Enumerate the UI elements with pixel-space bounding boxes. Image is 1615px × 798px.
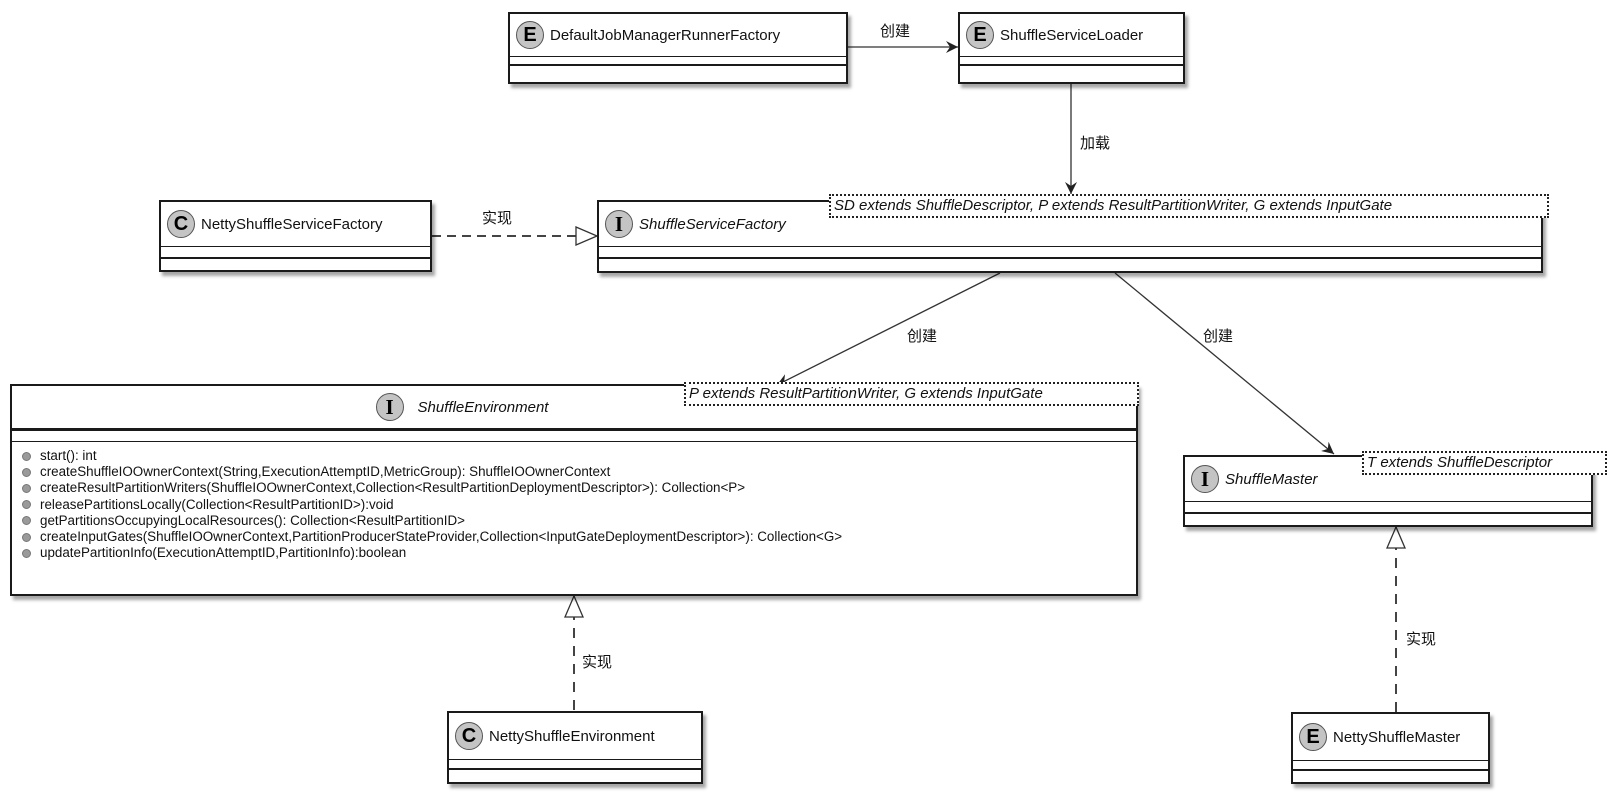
method-item[interactable]: updatePartitionInfo(ExecutionAttemptID,P… (22, 545, 1126, 561)
type-parameters-box: P extends ResultPartitionWriter, G exten… (684, 382, 1139, 406)
divider (12, 441, 1136, 442)
method-signature: createShuffleIOOwnerContext(String,Execu… (40, 464, 611, 480)
class-name: NettyShuffleMaster (1333, 728, 1461, 746)
method-item[interactable]: createInputGates(ShuffleIOOwnerContext,P… (22, 529, 1126, 545)
edge-label-load: 加载 (1080, 134, 1111, 152)
divider (510, 64, 846, 66)
divider (449, 759, 701, 760)
edge-label-realize: 实现 (482, 209, 513, 227)
method-signature: getPartitionsOccupyingLocalResources(): … (40, 512, 465, 528)
fields-compartment (1293, 761, 1488, 769)
divider (1185, 512, 1591, 514)
methods-compartment (161, 259, 430, 271)
public-method-icon (22, 500, 31, 510)
method-signature: updatePartitionInfo(ExecutionAttemptID,P… (40, 545, 407, 561)
class-name: NettyShuffleEnvironment (489, 727, 655, 745)
interface-shuffle-environment[interactable]: I ShuffleEnvironment start(): int create… (10, 384, 1138, 596)
method-signature: createResultPartitionWriters(ShuffleIOOw… (40, 480, 746, 496)
methods-compartment (510, 66, 846, 78)
fields-compartment (449, 760, 701, 768)
divider (510, 56, 846, 57)
divider (161, 257, 430, 259)
fields-compartment (161, 247, 430, 257)
methods-compartment (1185, 514, 1591, 526)
methods-compartment (599, 259, 1541, 271)
edge-factory-creates-environment (776, 272, 1001, 386)
divider (960, 56, 1183, 57)
interface-stereotype-icon: I (375, 393, 404, 421)
divider (1293, 769, 1488, 771)
interface-name: ShuffleMaster (1225, 470, 1318, 488)
public-method-icon (22, 467, 31, 477)
method-item[interactable]: start(): int (22, 448, 1126, 464)
edge-label-create: 创建 (1203, 327, 1234, 345)
class-name: ShuffleServiceLoader (1000, 26, 1144, 44)
interface-stereotype-icon: I (1191, 465, 1219, 493)
class-stereotype-icon: C (167, 210, 195, 238)
edge-label-create: 创建 (907, 327, 938, 345)
public-method-icon (22, 548, 31, 558)
method-item[interactable]: getPartitionsOccupyingLocalResources(): … (22, 513, 1126, 529)
class-name: NettyShuffleServiceFactory (201, 215, 383, 233)
methods-compartment (1293, 771, 1488, 783)
divider (449, 768, 701, 770)
method-item[interactable]: releasePartitionsLocally(Collection<Resu… (22, 497, 1126, 513)
fields-compartment (599, 247, 1541, 257)
divider (960, 64, 1183, 66)
method-signature: releasePartitionsLocally(Collection<Resu… (40, 496, 394, 512)
class-stereotype-icon: C (455, 722, 483, 750)
enum-stereotype-icon: E (516, 21, 544, 49)
divider (1293, 760, 1488, 761)
enum-stereotype-icon: E (966, 21, 994, 49)
edge-label-realize: 实现 (582, 653, 613, 671)
fields-compartment (1185, 502, 1591, 512)
interface-stereotype-icon: I (605, 210, 633, 238)
divider (599, 257, 1541, 259)
divider (161, 246, 430, 247)
public-method-icon (22, 516, 31, 526)
edge-label-create: 创建 (880, 22, 911, 40)
class-netty-shuffle-service-factory[interactable]: C NettyShuffleServiceFactory (159, 200, 432, 272)
class-netty-shuffle-master[interactable]: E NettyShuffleMaster (1291, 712, 1490, 784)
methods-compartment: start(): int createShuffleIOOwnerContext… (12, 442, 1136, 567)
public-method-icon (22, 484, 31, 493)
fields-compartment (960, 57, 1183, 64)
fields-compartment (510, 57, 846, 64)
edge-label-realize: 实现 (1406, 630, 1437, 648)
class-netty-shuffle-environment[interactable]: C NettyShuffleEnvironment (447, 711, 703, 784)
class-default-job-manager-runner-factory[interactable]: E DefaultJobManagerRunnerFactory (508, 12, 848, 84)
enum-stereotype-icon: E (1299, 723, 1327, 751)
class-shuffle-service-loader[interactable]: E ShuffleServiceLoader (958, 12, 1185, 84)
edge-factory-creates-master (1114, 272, 1335, 455)
divider (1185, 501, 1591, 502)
method-item[interactable]: createResultPartitionWriters(ShuffleIOOw… (22, 480, 1126, 496)
class-name: DefaultJobManagerRunnerFactory (550, 26, 781, 44)
divider (599, 246, 1541, 247)
type-parameters-box: SD extends ShuffleDescriptor, P extends … (829, 194, 1549, 218)
interface-name: ShuffleServiceFactory (639, 215, 786, 233)
divider (12, 428, 1136, 431)
method-item[interactable]: createShuffleIOOwnerContext(String,Execu… (22, 464, 1126, 480)
public-method-icon (22, 451, 31, 461)
fields-compartment (12, 431, 1136, 441)
method-signature: start(): int (40, 448, 97, 463)
method-signature: createInputGates(ShuffleIOOwnerContext,P… (40, 529, 843, 545)
methods-compartment (449, 770, 701, 782)
methods-compartment (960, 66, 1183, 78)
public-method-icon (22, 532, 31, 542)
interface-name: ShuffleEnvironment (417, 398, 549, 416)
type-parameters-box: T extends ShuffleDescriptor (1362, 451, 1607, 475)
